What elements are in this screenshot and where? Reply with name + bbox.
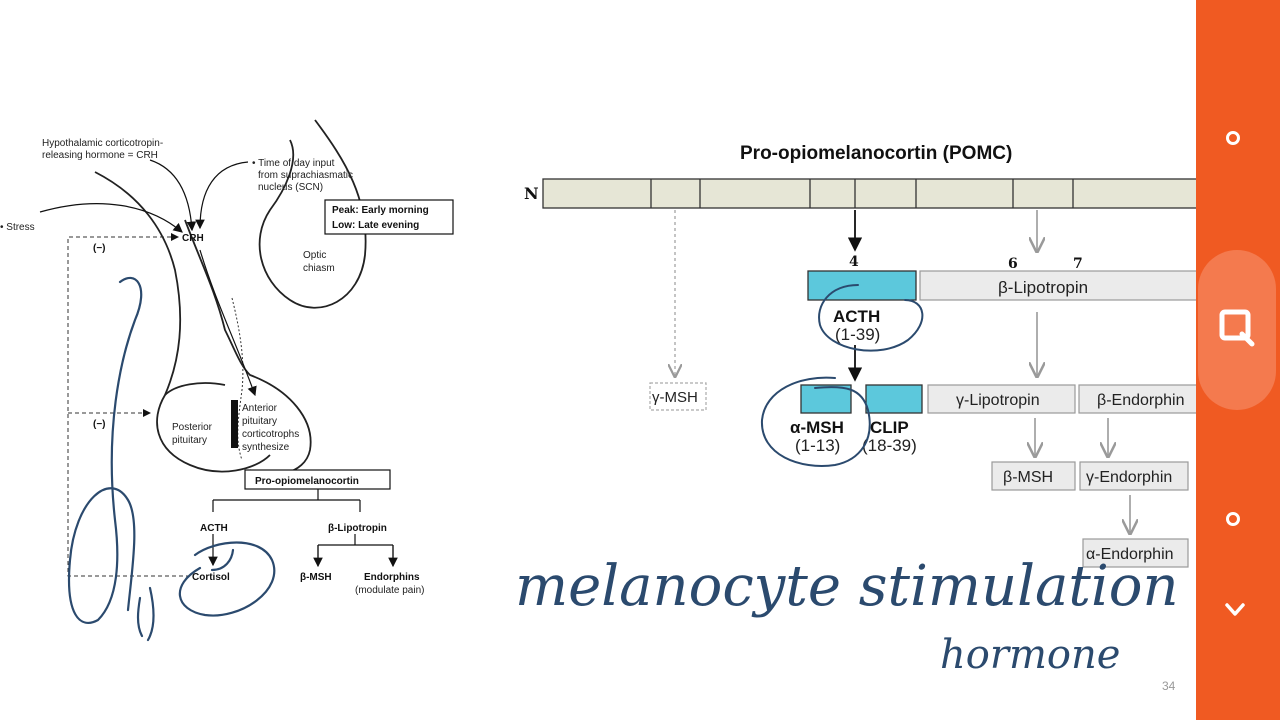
pomc-label: Pro-opiomelanocortin: [255, 476, 359, 487]
beta-msh-box: [991, 461, 1076, 491]
beta-endorphin-label: β-Endorphin: [1097, 392, 1184, 409]
crh-source-line-1: Hypothalamic corticotropin-: [42, 138, 163, 149]
hypothalamus-outline: [94, 171, 271, 473]
sidebar: [1196, 0, 1280, 720]
clip-range-label: (18-39): [862, 436, 917, 455]
hpa-axis-figure: Hypothalamic corticotropin- releasing ho…: [0, 119, 454, 642]
clip-label: CLIP: [870, 418, 909, 437]
beta-msh-label-left: β-MSH: [300, 572, 332, 583]
modulate-pain-label: (modulate pain): [355, 585, 424, 596]
peak-label: Peak: Early morning: [332, 205, 429, 216]
gamma-endorphin-box: [1079, 461, 1189, 491]
pomc-cleavage-figure: Pro-opiomelanocortin (POMC) N 4 6 7 β-Li…: [524, 143, 1196, 568]
handwriting-line-2: hormone: [940, 632, 1120, 678]
low-label: Low: Late evening: [332, 220, 419, 231]
n-terminus-label: N: [524, 184, 539, 203]
page-number: 34: [1162, 679, 1176, 693]
search-icon[interactable]: [1198, 250, 1276, 410]
pituitary-outline: [164, 219, 312, 476]
acth-label: ACTH: [833, 307, 880, 326]
gamma-lipotropin-box: [927, 384, 1076, 414]
acth-range-label: (1-39): [835, 325, 880, 344]
beta-lipotropin-label-left: β-Lipotropin: [328, 523, 387, 534]
alpha-endorphin-box: [1082, 538, 1189, 568]
alpha-msh-range-label: (1-13): [795, 436, 840, 455]
handwritten-annotations-left: [67, 276, 276, 642]
active-tool-pill[interactable]: [1198, 250, 1276, 410]
handwritten-text: melanocyte stimulation hormone: [515, 554, 1179, 678]
gamma-endorphin-label: γ-Endorphin: [1086, 469, 1172, 486]
negative-feedback-1: (−): [93, 243, 106, 254]
beta-msh-label: β-MSH: [1003, 469, 1053, 486]
site-4-label: 4: [849, 254, 859, 270]
site-6-label: 6: [1008, 256, 1018, 272]
slide-graphics: Hypothalamic corticotropin- releasing ho…: [0, 119, 1196, 678]
slide: Hypothalamic corticotropin- releasing ho…: [0, 119, 1196, 693]
feedback-loop-outer: [67, 233, 190, 577]
time-input-label: • Time of day input from suprachiasmatic…: [252, 158, 356, 193]
optic-chiasm-outline: [258, 119, 367, 309]
cortisol-label: Cortisol: [192, 572, 230, 583]
crh-label: CRH: [182, 233, 204, 244]
negative-feedback-2: (−): [93, 419, 106, 430]
peak-low-box: [324, 199, 454, 235]
beta-lipotropin-label: β-Lipotropin: [998, 278, 1088, 297]
site-7-label: 7: [1073, 256, 1083, 272]
nav-dot-icon[interactable]: [1226, 131, 1240, 145]
gamma-msh-label: γ-MSH: [652, 389, 698, 406]
endorphins-label: Endorphins: [364, 572, 420, 583]
alpha-msh-box: [800, 384, 852, 414]
chevron-down-icon[interactable]: [1224, 598, 1246, 620]
acth-box: [807, 270, 917, 301]
gamma-msh-box: [649, 382, 707, 411]
beta-lipotropin-box: [919, 270, 1196, 301]
stress-label: • Stress: [0, 222, 35, 233]
alpha-endorphin-label: α-Endorphin: [1086, 546, 1174, 563]
acth-label-left: ACTH: [200, 523, 228, 534]
pomc-bar: [542, 178, 1196, 209]
crh-source-label: Hypothalamic corticotropin- releasing ho…: [42, 138, 166, 161]
crh-source-line-2: releasing hormone = CRH: [42, 150, 158, 161]
handwriting-line-1: melanocyte stimulation: [515, 554, 1179, 619]
gamma-lipotropin-label: γ-Lipotropin: [956, 392, 1040, 409]
clip-box: [865, 384, 923, 414]
handwritten-circles-right: [760, 284, 924, 467]
pomc-title: Pro-opiomelanocortin (POMC): [740, 143, 1012, 164]
beta-endorphin-box: [1078, 384, 1196, 414]
nav-dot-icon[interactable]: [1226, 512, 1240, 526]
alpha-msh-label: α-MSH: [790, 418, 844, 437]
